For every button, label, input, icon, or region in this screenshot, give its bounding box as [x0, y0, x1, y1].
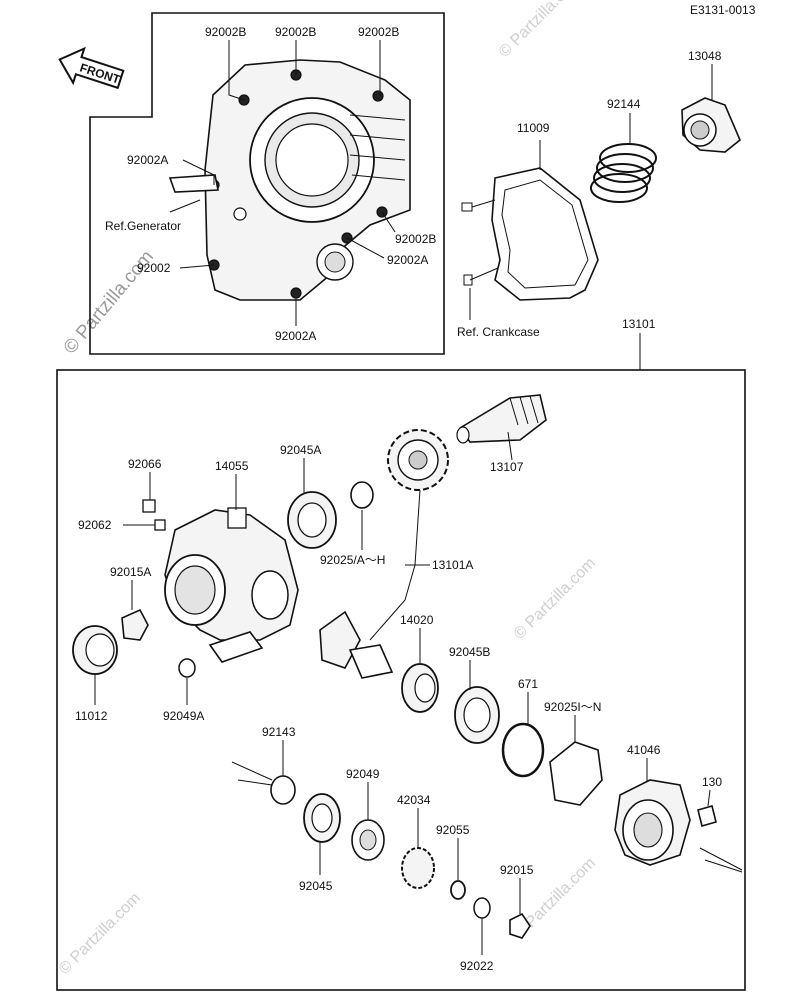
part-label: 92002B: [205, 25, 246, 39]
cap: [681, 97, 741, 153]
assembly-label: 13101: [622, 317, 656, 331]
bearing: [287, 491, 337, 549]
part-label: 92144: [607, 97, 641, 111]
part-label: 92045A: [280, 443, 321, 457]
output-housing: [614, 779, 691, 866]
watermark-text: © Partzilla.com: [496, 0, 584, 61]
part-label: 92022: [460, 959, 494, 973]
part-label: 11012: [75, 709, 108, 723]
part-label: 42034: [397, 793, 431, 807]
part-label: 92062: [78, 518, 112, 532]
part-label: 92025/A～H: [320, 553, 385, 567]
diagram-code: E3131-0013: [690, 3, 756, 17]
part-label: 92015A: [110, 565, 151, 579]
part-label: 671: [518, 677, 538, 691]
front-arrow-icon: FRONT: [58, 46, 125, 90]
part-label: 92066: [128, 457, 162, 471]
spring: [590, 143, 657, 203]
part-label: 92143: [262, 725, 296, 739]
watermark-text: © Partzilla.com: [56, 890, 144, 978]
part-label: 14055: [215, 459, 249, 473]
part-label: 92045B: [449, 645, 490, 659]
part-label: 92002B: [395, 232, 436, 246]
part-label: 13048: [688, 49, 722, 63]
shaft: [456, 394, 547, 444]
lower-box: 92066 14055 92045A 13107 92062 92025/A～H…: [56, 369, 746, 991]
part-label: 13107: [490, 460, 524, 474]
gasket: [491, 167, 599, 301]
pinion-gear: [319, 610, 394, 679]
cover-cap: [72, 625, 118, 675]
gear-case: [164, 507, 299, 663]
bevel-gear: [387, 429, 449, 491]
ref-label: Ref. Crankcase: [457, 325, 540, 339]
part-label: 92025I～N: [544, 700, 601, 714]
gasket-group: 11009 92144 13048 Ref. Crankcase: [457, 49, 741, 339]
part-label: 14020: [400, 613, 434, 627]
part-label: 92002A: [387, 253, 428, 267]
part-label: 92002A: [127, 153, 168, 167]
part-label: 41046: [627, 743, 661, 757]
part-label: 92002B: [358, 25, 399, 39]
part-label: 92049: [346, 767, 380, 781]
part-label: 92002: [137, 261, 171, 275]
part-label: 11009: [517, 121, 550, 135]
part-label: 92015: [500, 863, 534, 877]
part-label: 92002B: [275, 25, 316, 39]
part-label: 92055: [436, 823, 470, 837]
part-label: 92049A: [163, 709, 204, 723]
part-label: 92045: [299, 879, 333, 893]
upper-box: 92002B 92002B 92002B 92002A Ref.Generato…: [89, 12, 445, 355]
part-label: 13101A: [432, 558, 473, 572]
watermark-text: © Partzilla.com: [511, 555, 599, 643]
part-label: 92002A: [275, 329, 316, 343]
ref-label: Ref.Generator: [105, 219, 181, 233]
part-label: 130: [702, 775, 722, 789]
